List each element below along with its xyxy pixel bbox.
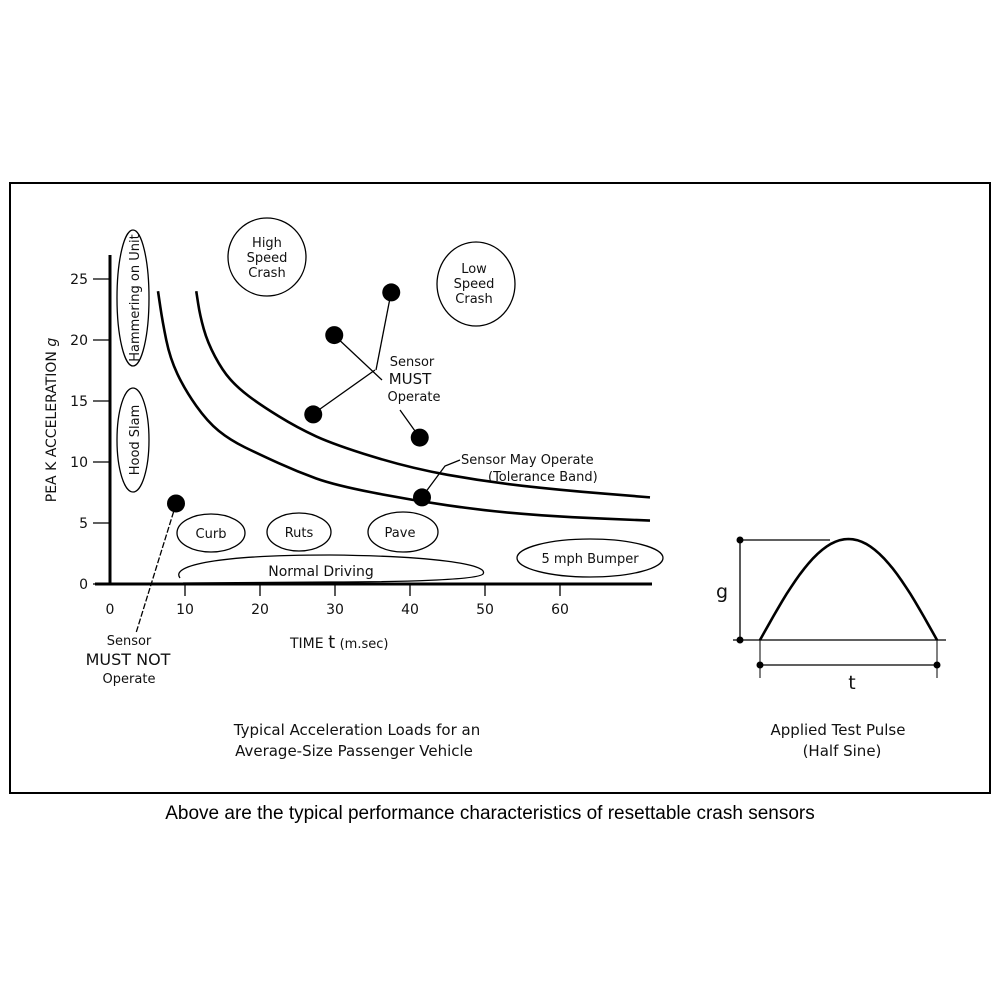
y-tick-label: 0 <box>79 577 88 593</box>
test-point-must <box>304 405 323 424</box>
x-tick-label: 60 <box>551 602 569 618</box>
leader-line <box>333 334 383 381</box>
bumper-region <box>516 538 664 578</box>
pave-label: Pave <box>385 526 416 541</box>
may-operate-label: Sensor May Operate <box>461 453 594 468</box>
y-tick-label: 5 <box>79 516 88 532</box>
curb-label: Curb <box>196 527 227 542</box>
test-point-must <box>382 283 401 302</box>
pulse-subtitle: (Half Sine) <box>803 742 882 760</box>
leader-line <box>375 292 392 371</box>
dimension-dot <box>756 661 764 669</box>
figure-frame <box>9 182 991 794</box>
test-point-must <box>410 428 429 447</box>
chart-title: Average-Size Passenger Vehicle <box>235 742 473 760</box>
must-operate-label: Sensor <box>390 355 435 370</box>
leader-line <box>421 459 461 498</box>
x-tick-label: 40 <box>401 602 419 618</box>
pulse-title: Applied Test Pulse <box>771 721 906 739</box>
low-speed-label: Low <box>461 262 487 277</box>
y-axis-label: PEA K ACCELERATION g <box>44 338 60 503</box>
dimension-dot <box>933 661 941 669</box>
y-tick-label: 15 <box>70 394 88 410</box>
normal-driving-region <box>178 554 485 584</box>
figure-caption: Above are the typical performance charac… <box>165 803 815 824</box>
x-tick-label: 50 <box>476 602 494 618</box>
must-not-operate-label: MUST NOT <box>86 650 171 669</box>
x-tick-label: 10 <box>176 602 194 618</box>
may-operate-label: (Tolerance Band) <box>488 470 598 485</box>
pulse-curve <box>758 537 939 641</box>
low-speed-label: Crash <box>455 292 492 307</box>
pulse-t-label: t <box>848 672 855 694</box>
chart-title: Typical Acceleration Loads for an <box>233 721 480 739</box>
test-point-may <box>413 488 431 507</box>
x-axis-label: TIME t (m.sec) <box>289 632 388 653</box>
ruts-region <box>266 512 332 552</box>
dimension-dot <box>736 636 744 644</box>
normal-driving-label: Normal Driving <box>268 564 373 580</box>
half-sine-pulse-diagram <box>733 536 946 678</box>
must-operate-label: MUST <box>389 370 432 388</box>
y-tick-label: 20 <box>70 333 88 349</box>
ruts-label: Ruts <box>285 526 314 541</box>
high-speed-label: High <box>252 236 282 251</box>
low-speed-label: Speed <box>454 277 495 292</box>
lower-threshold-curve <box>156 291 651 522</box>
must-operate-label: Operate <box>388 390 441 405</box>
x-tick-label: 20 <box>251 602 269 618</box>
must-not-operate-label: Operate <box>103 672 156 687</box>
high-speed-label: Crash <box>248 266 285 281</box>
bumper-label: 5 mph Bumper <box>541 552 639 567</box>
x-tick-label: 0 <box>106 602 115 618</box>
y-tick-label: 10 <box>70 455 88 471</box>
leader-line <box>135 503 177 634</box>
must-not-operate-label: Sensor <box>107 634 152 649</box>
hammering-region <box>116 229 150 367</box>
test-point-must-not <box>167 494 185 513</box>
curb-region <box>176 513 246 553</box>
pave-region <box>367 511 439 553</box>
dimension-dot <box>736 536 744 544</box>
high-speed-label: Speed <box>247 251 288 266</box>
low-speed-crash-region <box>436 241 516 327</box>
upper-threshold-curve <box>194 291 651 499</box>
hood-slam-label: Hood Slam <box>128 405 143 476</box>
y-tick-label: 25 <box>70 272 88 288</box>
test-point-must <box>325 326 344 345</box>
pulse-g-label: g <box>716 581 728 603</box>
x-tick-label: 30 <box>326 602 344 618</box>
hammering-label: Hammering on Unit <box>128 234 143 361</box>
high-speed-crash-region <box>227 217 307 297</box>
leader-line <box>312 369 376 415</box>
hood-slam-region <box>116 387 150 493</box>
